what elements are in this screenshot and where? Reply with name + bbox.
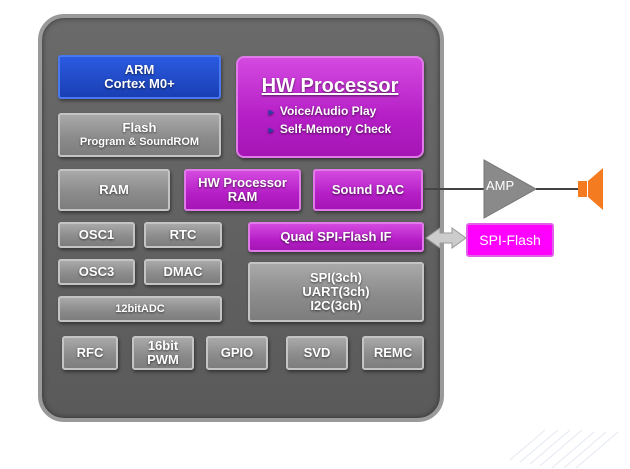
pwm-block: 16bit PWM: [132, 336, 194, 370]
sound-dac-label: Sound DAC: [331, 182, 405, 197]
hw-processor-title: HW Processor: [261, 75, 399, 97]
arm-label: ARM: [124, 62, 155, 77]
osc3-label: OSC3: [78, 264, 115, 279]
remc-block: REMC: [362, 336, 424, 370]
bidirectional-arrow-icon: [425, 227, 467, 249]
osc1-label: OSC1: [78, 227, 115, 242]
hwp-ram-label-2: RAM: [227, 189, 258, 204]
hw-processor-ram-block: HW Processor RAM: [184, 169, 301, 211]
remc-label: REMC: [373, 345, 413, 360]
spi-flash-label: SPI-Flash: [479, 232, 541, 248]
pwm-label-2: PWM: [147, 352, 179, 367]
serial-interfaces-block: SPI(3ch) UART(3ch) I2C(3ch): [248, 262, 424, 322]
gpio-block: GPIO: [206, 336, 268, 370]
feature-item: Voice/Audio Play: [269, 103, 391, 121]
rtc-block: RTC: [144, 222, 222, 248]
amp-triangle: [483, 159, 538, 219]
arm-cortex-block: ARM Cortex M0+: [58, 55, 221, 99]
rtc-label: RTC: [169, 227, 197, 242]
spi-flash-block: SPI-Flash: [466, 223, 554, 257]
svd-label: SVD: [303, 345, 331, 360]
hwp-ram-label-1: HW Processor: [198, 175, 287, 190]
hw-processor-features: Voice/Audio Play Self-Memory Check: [269, 103, 391, 139]
speaker-icon: [578, 168, 603, 210]
amp-label: AMP: [486, 178, 515, 193]
rfc-label: RFC: [76, 345, 104, 360]
i2c-label: I2C(3ch): [310, 298, 362, 313]
hw-processor-block: HW Processor Voice/Audio Play Self-Memor…: [236, 56, 424, 158]
dmac-label: DMAC: [163, 264, 203, 279]
dmac-block: DMAC: [144, 259, 222, 285]
quad-spi-label: Quad SPI-Flash IF: [280, 229, 392, 244]
flash-label: Flash: [122, 120, 157, 135]
osc3-block: OSC3: [58, 259, 135, 285]
flash-block: Flash Program & SoundROM: [58, 113, 221, 157]
feature-item: Self-Memory Check: [269, 121, 391, 139]
uart-label: UART(3ch): [302, 284, 370, 299]
flash-sublabel: Program & SoundROM: [79, 136, 200, 148]
adc-block: 12bitADC: [58, 296, 222, 322]
pwm-label-1: 16bit: [147, 338, 179, 353]
arm-core-label: Cortex M0+: [104, 76, 175, 91]
sound-dac-block: Sound DAC: [313, 169, 423, 211]
adc-label: 12bitADC: [115, 303, 165, 315]
svd-block: SVD: [286, 336, 348, 370]
decorative-stripes: [509, 429, 619, 469]
spi-label: SPI(3ch): [309, 270, 362, 285]
rfc-block: RFC: [62, 336, 118, 370]
osc1-block: OSC1: [58, 222, 135, 248]
ram-block: RAM: [58, 169, 170, 211]
gpio-label: GPIO: [220, 345, 254, 360]
ram-label: RAM: [99, 182, 129, 197]
quad-spi-flash-if-block: Quad SPI-Flash IF: [248, 222, 424, 252]
